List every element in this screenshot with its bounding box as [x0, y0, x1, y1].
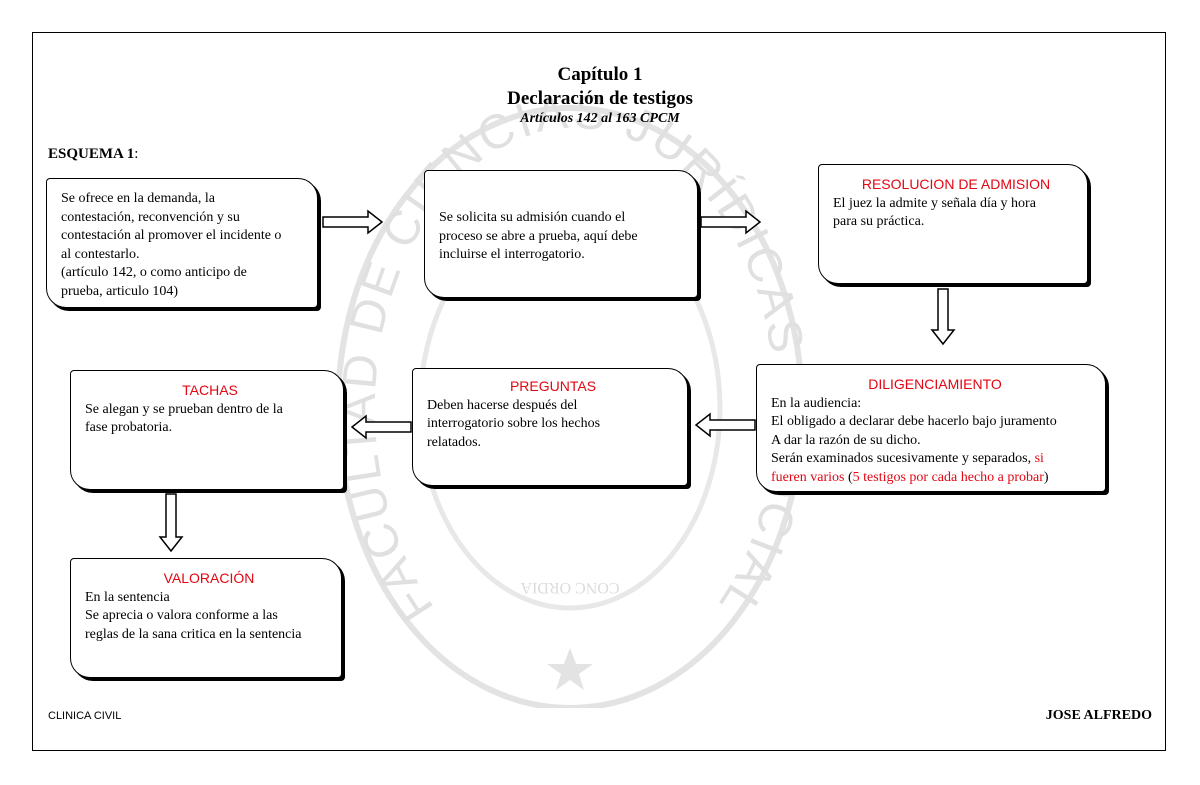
arrow-down-2-icon	[158, 493, 184, 553]
arrow-left-2-icon	[350, 414, 412, 440]
box-resolucion-line: El juez la admite y señala día y hora	[833, 195, 1036, 211]
box-ofrece-line: (artículo 142, o como anticipo de	[61, 265, 247, 280]
footer-course: CLINICA CIVIL	[48, 710, 122, 722]
box-diligenciamiento-line: Serán examinados sucesivamente y separad…	[771, 451, 1044, 466]
box-ofrece-line: Se ofrece en la demanda, la	[61, 191, 215, 206]
box-ofrece-line: contestación, reconvención y su	[61, 209, 240, 225]
box-resolucion-line: para su práctica.	[833, 214, 925, 229]
box-solicita-line: incluirse el interrogatorio.	[439, 247, 585, 262]
box-tachas-title: TACHAS	[182, 382, 238, 398]
box-preguntas: PREGUNTAS Deben hacerse después del inte…	[412, 368, 688, 486]
esquema-label: ESQUEMA 1:	[48, 146, 139, 162]
box-resolucion-title: RESOLUCION DE ADMISION	[861, 176, 1051, 192]
box-diligenciamiento-line: En la audiencia:	[771, 395, 862, 411]
box-resolucion: RESOLUCION DE ADMISION El juez la admite…	[818, 164, 1088, 284]
arrow-left-1-icon	[694, 412, 756, 438]
arrow-down-1-icon	[930, 288, 956, 346]
box-diligenciamiento: DILIGENCIAMIENTO En la audiencia: El obl…	[756, 364, 1106, 492]
box-solicita-line: proceso se abre a prueba, aquí debe	[439, 228, 638, 244]
arrow-right-2-icon	[700, 209, 762, 235]
watermark-motto: CONC ORDIA	[520, 579, 620, 596]
box-valoracion-line: Se aprecia o valora conforme a las	[85, 608, 278, 623]
box-preguntas-line: Deben hacerse después del	[427, 397, 578, 413]
box-ofrece: Se ofrece en la demanda, la contestación…	[46, 178, 318, 308]
box-diligenciamiento-line: fueren varios (5 testigos por cada hecho…	[771, 469, 1049, 485]
box-valoracion-line: En la sentencia	[85, 589, 170, 605]
box-tachas-line: fase probatoria.	[85, 420, 173, 435]
arrow-right-1-icon	[322, 209, 384, 235]
box-diligenciamiento-title: DILIGENCIAMIENTO	[868, 376, 1002, 392]
box-ofrece-line: contestación al promover el incidente o	[61, 228, 282, 243]
chapter-title: Capítulo 1	[557, 64, 643, 85]
box-tachas-line: Se alegan y se prueban dentro de la	[85, 401, 283, 417]
watermark-star-icon	[547, 648, 593, 690]
box-ofrece-line: prueba, articulo 104)	[61, 283, 179, 299]
box-valoracion-line: reglas de la sana critica en la sentenci…	[85, 626, 302, 642]
box-diligenciamiento-line: El obligado a declarar debe hacerlo bajo…	[771, 414, 1057, 429]
page-frame	[32, 32, 1166, 751]
footer-author: JOSE ALFREDO	[1045, 708, 1152, 723]
box-preguntas-line: interrogatorio sobre los hechos	[427, 416, 601, 431]
box-preguntas-title: PREGUNTAS	[509, 378, 597, 394]
box-valoracion-title: VALORACIÓN	[163, 570, 255, 586]
articles-subtitle: Artículos 142 al 163 CPCM	[520, 111, 680, 126]
box-solicita-line: Se solicita su admisión cuando el	[439, 210, 626, 225]
box-tachas: TACHAS Se alegan y se prueban dentro de …	[70, 370, 344, 490]
box-diligenciamiento-line: A dar la razón de su dicho.	[771, 432, 921, 448]
box-solicita: Se solicita su admisión cuando el proces…	[424, 170, 698, 298]
box-preguntas-line: relatados.	[427, 434, 482, 450]
box-valoracion: VALORACIÓN En la sentencia Se aprecia o …	[70, 558, 342, 678]
subject-title: Declaración de testigos	[507, 88, 693, 109]
box-ofrece-line: al contestarlo.	[61, 246, 140, 262]
